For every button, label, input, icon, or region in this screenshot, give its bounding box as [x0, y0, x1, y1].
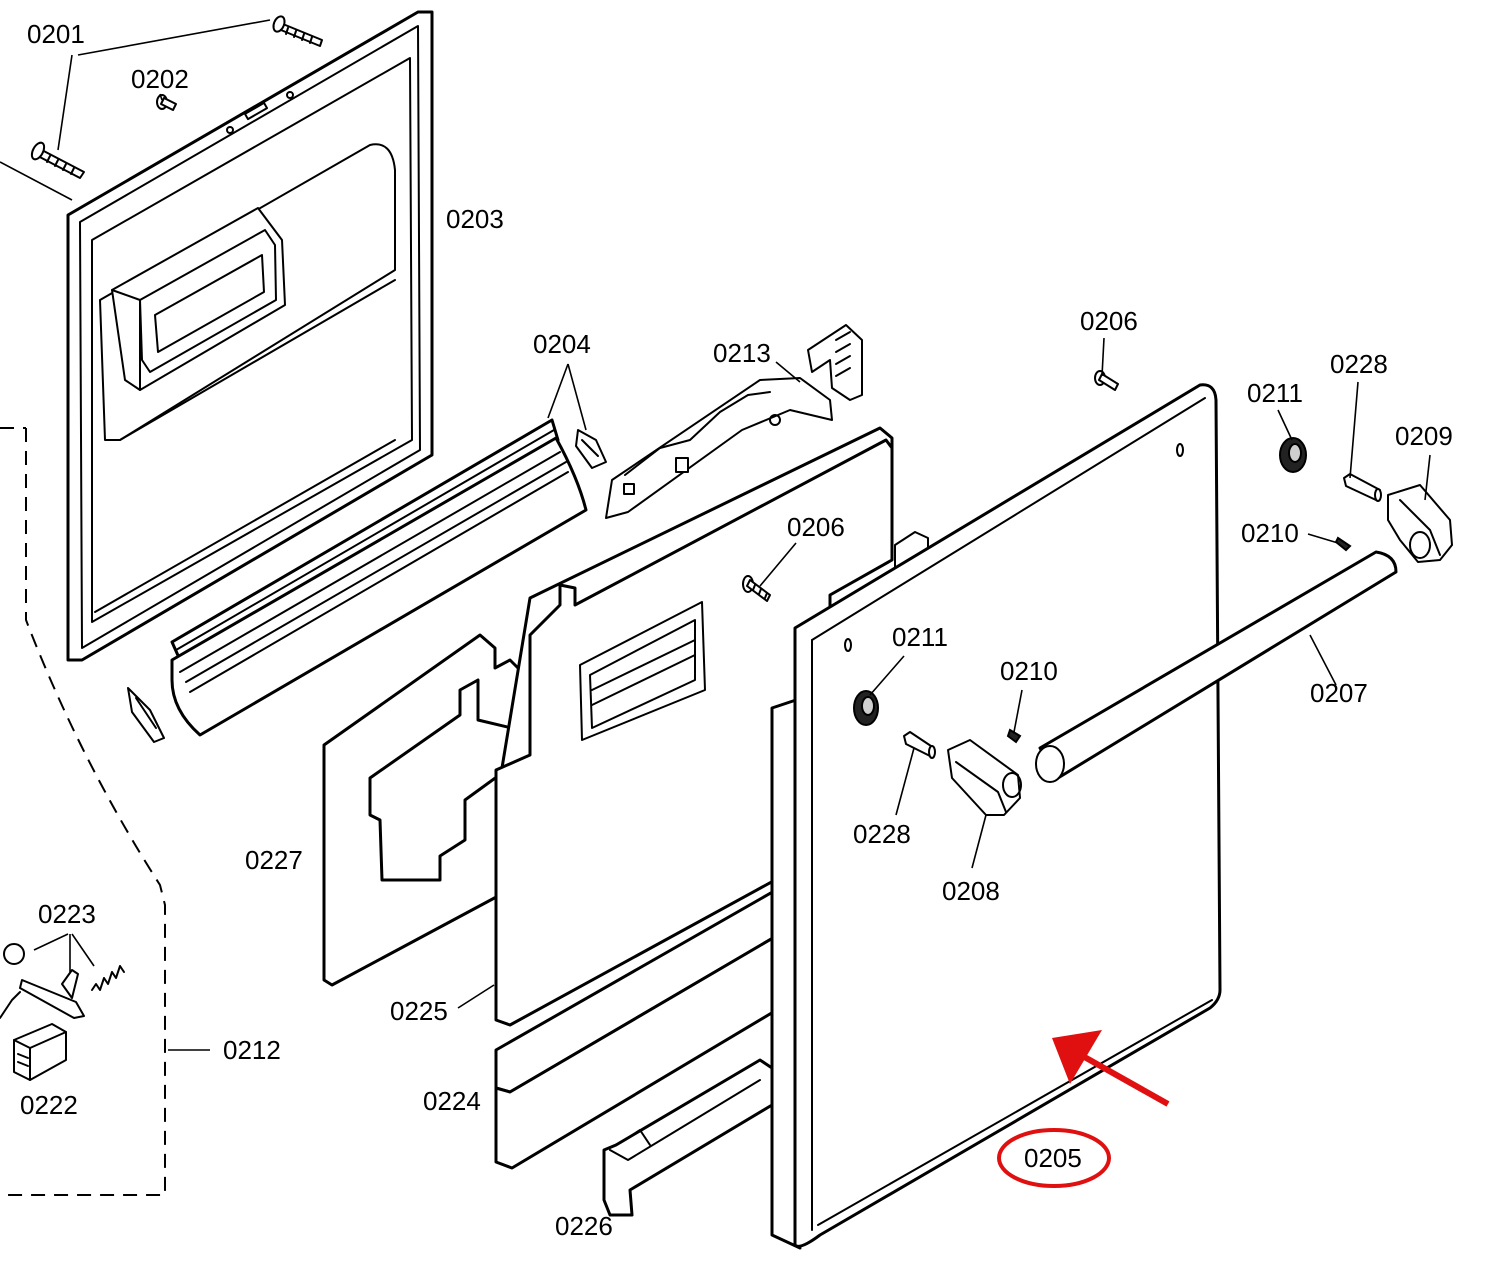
label-0204: 0204: [533, 329, 591, 359]
label-0222: 0222: [20, 1090, 78, 1120]
handle-cap-0211-mid: [853, 690, 879, 726]
seal-bracket-left: [127, 687, 165, 743]
label-0205: 0205: [1024, 1143, 1082, 1173]
seal-bracket-0204: [575, 429, 607, 469]
spring-0223: [91, 965, 125, 991]
lever-0223: [19, 969, 85, 1019]
label-0223: 0223: [38, 899, 96, 929]
label-0227: 0227: [245, 845, 303, 875]
insulation-panel-0225: [494, 426, 929, 1027]
label-0210-top: 0210: [1241, 518, 1299, 548]
handle-cap-0211-top: [1279, 437, 1307, 473]
inner-door-panel-0203: [66, 10, 434, 662]
highlight-arrow-head: [1052, 1030, 1102, 1084]
label-0206-top: 0206: [1080, 306, 1138, 336]
part-labels: 0201 0202 0203 0204 0213 0206 0206 0211 …: [20, 19, 1453, 1241]
label-0206-mid: 0206: [787, 512, 845, 542]
label-0224: 0224: [423, 1086, 481, 1116]
screw-0201-top: [272, 15, 323, 47]
bottom-trim-0226: [602, 1058, 774, 1217]
subassembly-boundary-0212: [0, 428, 166, 1196]
handle-bracket-0208: [947, 739, 1022, 816]
handle-bar-0207: [1035, 550, 1398, 783]
label-0226: 0226: [555, 1211, 613, 1241]
latch-assembly-0213: [605, 324, 863, 519]
leader-lines: [33, 19, 1431, 1009]
bottom-seal-strip-0204: [170, 418, 588, 737]
label-0212: 0212: [223, 1035, 281, 1065]
label-0201: 0201: [27, 19, 85, 49]
label-0225: 0225: [390, 996, 448, 1026]
label-0203: 0203: [446, 204, 504, 234]
screw-0206-mid: [742, 575, 771, 602]
switch-0222: [13, 1023, 67, 1081]
handle-bracket-0209: [1387, 484, 1453, 563]
highlight-circle: [997, 1128, 1111, 1188]
label-0202: 0202: [131, 64, 189, 94]
screw-0202: [156, 94, 177, 111]
label-0211-mid: 0211: [892, 622, 948, 652]
spring-left: [0, 991, 21, 1019]
insulation-panel-0227: [322, 633, 522, 987]
screw-0201-left: [30, 141, 85, 179]
highlight-arrow: [1052, 1030, 1170, 1107]
label-0207: 0207: [1310, 678, 1368, 708]
label-0211-top: 0211: [1247, 378, 1303, 408]
screw-0210-mid: [1006, 728, 1022, 744]
label-0228-mid: 0228: [853, 819, 911, 849]
label-0210-mid: 0210: [1000, 656, 1058, 686]
outer-door-panel-0205: [770, 383, 1222, 1250]
pin-0228-top: [1343, 473, 1382, 502]
pin-0228-mid: [903, 731, 936, 759]
screw-0206-top: [1094, 370, 1119, 391]
label-0209: 0209: [1395, 421, 1453, 451]
label-0208: 0208: [942, 876, 1000, 906]
highlight-arrow-shaft: [1070, 1047, 1170, 1107]
screw-0210-top: [1334, 536, 1352, 552]
ball-0223: [3, 943, 25, 965]
label-0213: 0213: [713, 338, 771, 368]
label-0228-top: 0228: [1330, 349, 1388, 379]
